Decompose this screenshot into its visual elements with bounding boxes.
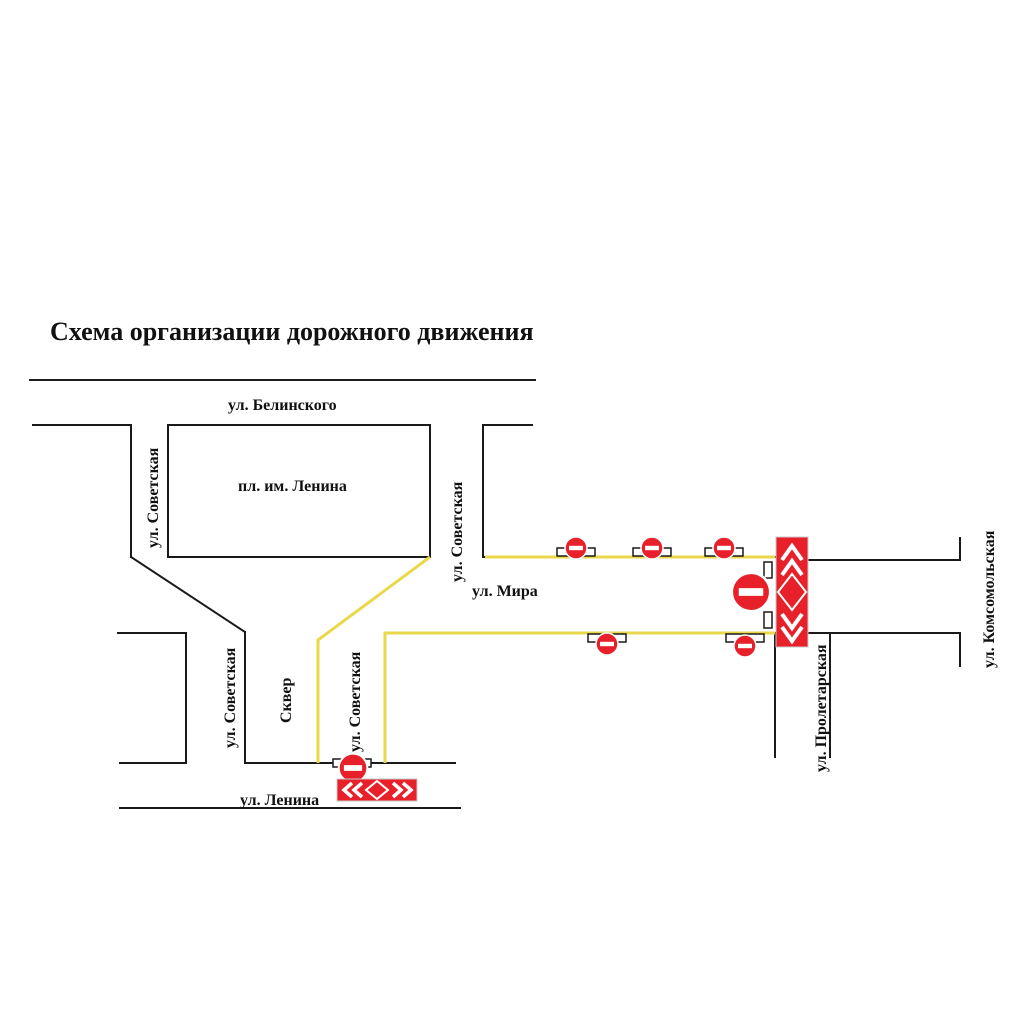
no-entry-sign-icon [595,632,619,656]
no-entry-sign-icon [564,536,588,560]
no-entry-sign-icon-lenina [337,752,369,784]
ploshchad-lenina-block [167,424,431,558]
detour-chevron-sign-icon-vertical [775,536,809,648]
street-label-sovetskaya-west-bottom: ул. Советская [222,647,239,748]
street-label-sovetskaya-east-bottom: ул. Советская [347,651,364,752]
no-entry-sign-icon [733,634,757,658]
street-label-sovetskaya-east-top: ул. Советская [449,481,466,582]
street-label-komsomolskaya: ул. Комсомольская [981,530,998,668]
map-title: Схема организации дорожного движения [50,317,534,346]
barrier-proletarskaya-bottom [763,611,773,629]
street-label-proletarskaya: ул. Пролетарская [813,644,830,772]
no-entry-sign-icon-large [730,571,772,613]
no-entry-sign-icon [640,536,664,560]
area-label-ploshchad-lenina: пл. им. Ленина [238,478,347,495]
no-entry-sign-icon [712,536,736,560]
area-label-skver: Сквер [278,677,295,723]
route-segment-mira-south [383,631,775,763]
route-segment-sovetskaya [316,555,431,763]
detour-chevron-sign-icon-horizontal [336,778,418,802]
street-label-lenina: ул. Ленина [240,792,319,809]
street-label-mira: ул. Мира [472,583,538,600]
street-label-sovetskaya-west-top: ул. Советская [145,447,162,548]
barrier-proletarskaya-top [763,561,773,579]
street-label-belinskogo: ул. Белинского [228,397,337,414]
skver-west-diagonal [129,555,247,634]
